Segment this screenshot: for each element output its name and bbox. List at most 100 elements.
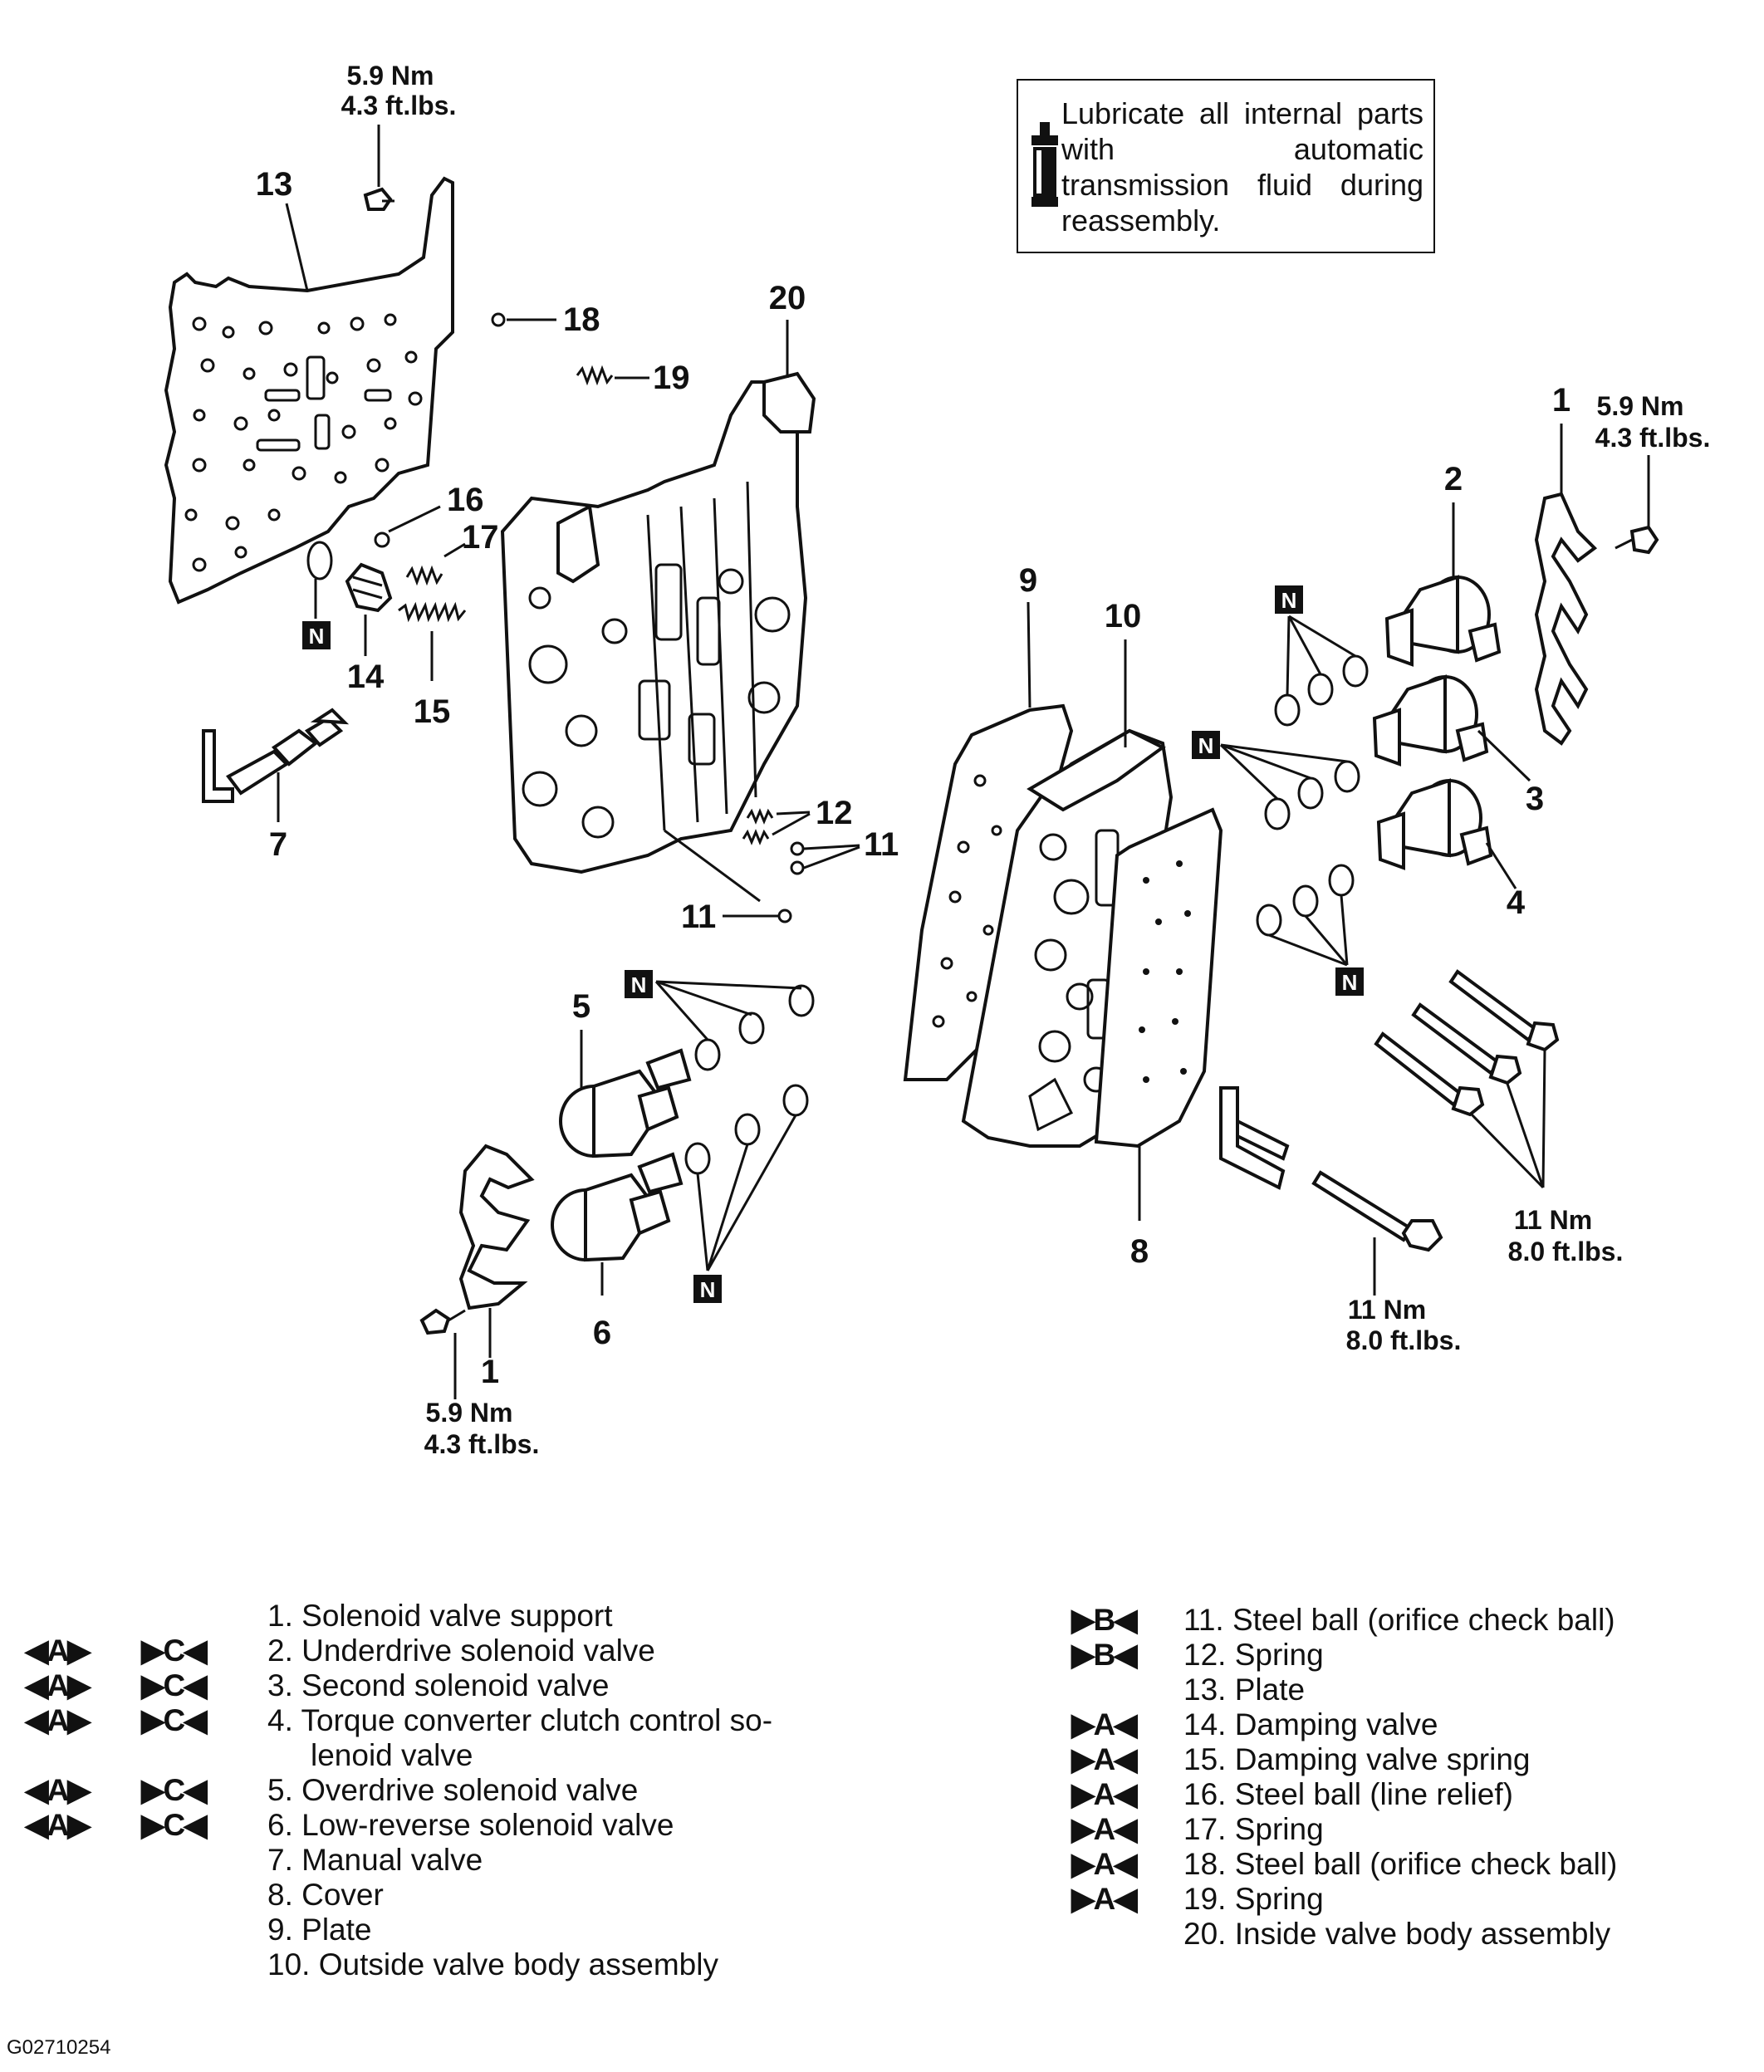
torque-bottom-right-ft: 8.0 ft.lbs. xyxy=(1508,1237,1624,1266)
legend-text: 4. Torque converter clutch control so- xyxy=(267,1703,773,1737)
legend-text: 8. Cover xyxy=(267,1878,384,1912)
steel-ball-11-a xyxy=(790,841,805,856)
svg-text:N: N xyxy=(631,972,647,997)
legend-marker: ▶A◀ xyxy=(1071,1847,1138,1881)
svg-text:N: N xyxy=(1281,588,1297,613)
long-bolt-lower xyxy=(1311,1170,1443,1252)
legend-marker: ◀A▶ xyxy=(25,1668,91,1702)
n-marker-5 xyxy=(625,970,653,998)
legend-item: 13. Plate xyxy=(1071,1673,1752,1707)
legend-text: 5. Overdrive solenoid valve xyxy=(267,1773,639,1807)
legend-text: 18. Steel ball (orifice check ball) xyxy=(1183,1847,1618,1881)
solenoid-5 xyxy=(559,1048,692,1158)
legend-marker: ▶A◀ xyxy=(1071,1777,1138,1811)
legend-text: lenoid valve xyxy=(311,1738,473,1772)
legend-text: 7. Manual valve xyxy=(267,1843,483,1877)
torque-top-left-ft: 4.3 ft.lbs. xyxy=(341,91,457,120)
legend-item: ◀A▶ ▶C◀ 2. Underdrive solenoid valve xyxy=(25,1634,955,1668)
solenoid-2 xyxy=(1384,575,1502,667)
legend-text: 2. Underdrive solenoid valve xyxy=(267,1634,655,1668)
legend-text: 16. Steel ball (line relief) xyxy=(1183,1777,1513,1811)
torque-top-left-nm: 5.9 Nm xyxy=(347,61,434,91)
lubrication-note-text: Lubricate all internal parts with automa… xyxy=(1061,96,1423,238)
o-rings-5 xyxy=(694,984,815,1071)
torque-bottom-left-nm: 5.9 Nm xyxy=(426,1398,513,1428)
legend-item: ▶A◀ 18. Steel ball (orifice check ball) xyxy=(1071,1847,1752,1882)
legend-item: ▶B◀11. Steel ball (orifice check ball) xyxy=(1071,1603,1752,1638)
torque-bottom-left-ft: 4.3 ft.lbs. xyxy=(424,1429,540,1459)
figure-code: G02710254 xyxy=(7,2036,111,2059)
legend-marker: ▶C◀ xyxy=(141,1773,208,1807)
legend-text: 6. Low-reverse solenoid valve xyxy=(267,1808,674,1842)
spring-19 xyxy=(576,365,614,386)
callout-19: 19 xyxy=(653,360,690,396)
manual-valve-7 xyxy=(202,708,350,803)
o-rings-4 xyxy=(1256,864,1355,937)
callout-11-lower: 11 xyxy=(681,899,716,935)
callout-18: 18 xyxy=(563,301,600,338)
callout-10: 10 xyxy=(1105,598,1142,634)
legend-item: ▶A◀ 14. Damping valve xyxy=(1071,1707,1752,1742)
solenoid-4 xyxy=(1376,778,1493,870)
legend-text: 15. Damping valve spring xyxy=(1183,1742,1531,1776)
legend-item: 10. Outside valve body assembly xyxy=(25,1947,955,1982)
legend-text: 12. Spring xyxy=(1183,1638,1324,1672)
lubrication-note: Lubricate all internal parts with automa… xyxy=(1017,79,1435,253)
legend-marker: ◀A▶ xyxy=(25,1634,91,1668)
torque-bottom-mid-nm: 11 Nm xyxy=(1348,1295,1426,1325)
torque-bottom-right-nm: 11 Nm xyxy=(1514,1205,1592,1235)
legend-text: 14. Damping valve xyxy=(1183,1707,1438,1741)
callout-4: 4 xyxy=(1507,884,1526,921)
o-rings-6 xyxy=(684,1084,809,1175)
legend-item: 9. Plate xyxy=(25,1913,955,1947)
steel-ball-16 xyxy=(374,531,390,548)
legend-marker: ▶C◀ xyxy=(141,1668,208,1702)
callout-2: 2 xyxy=(1444,461,1463,497)
legend-marker: ▶A◀ xyxy=(1071,1707,1138,1741)
callout-16: 16 xyxy=(447,482,484,518)
o-ring-14 xyxy=(306,541,333,580)
n-marker-14 xyxy=(302,621,331,649)
legend-marker: ◀A▶ xyxy=(25,1808,91,1842)
steel-ball-11-b xyxy=(790,860,805,875)
legend-item: ▶A◀ 17. Spring xyxy=(1071,1812,1752,1847)
legend-left: 1. Solenoid valve support◀A▶▶C◀2. Underd… xyxy=(25,1599,955,1982)
o-rings-2 xyxy=(1274,654,1369,727)
legend-marker: ▶A◀ xyxy=(1071,1812,1138,1846)
legend-item: ▶A◀ 15. Damping valve spring xyxy=(1071,1742,1752,1777)
solenoid-support-1-upper xyxy=(1534,492,1598,746)
torque-bottom-mid-ft: 8.0 ft.lbs. xyxy=(1346,1325,1462,1355)
legend-item: ◀A▶ ▶C◀ 4. Torque converter clutch control… xyxy=(25,1703,955,1738)
legend-text: 13. Plate xyxy=(1183,1673,1306,1707)
callout-17: 17 xyxy=(462,519,499,556)
legend-marker: ▶C◀ xyxy=(141,1634,208,1668)
callout-13: 13 xyxy=(256,166,293,203)
legend-item: lenoid valve xyxy=(25,1738,955,1773)
spring-17 xyxy=(405,565,443,586)
legend-item: ▶A◀ 16. Steel ball (line relief) xyxy=(1071,1777,1752,1812)
o-rings-3 xyxy=(1264,760,1360,830)
legend-text: 17. Spring xyxy=(1183,1812,1324,1846)
callout-5: 5 xyxy=(572,988,590,1025)
legend-item: 8. Cover xyxy=(25,1878,955,1913)
solenoid-support-1-lower xyxy=(458,1144,535,1310)
legend-marker: ▶A◀ xyxy=(1071,1742,1138,1776)
legend-marker: ◀A▶ xyxy=(25,1703,91,1737)
callout-11-right: 11 xyxy=(864,826,899,863)
legend-marker: ◀A▶ xyxy=(25,1773,91,1807)
callout-12: 12 xyxy=(816,795,853,831)
exploded-view-diagram: 13 5.9 Nm 4.3 ft.lbs. 18 19 16 17 N 14 1… xyxy=(164,61,1711,1459)
callout-6: 6 xyxy=(593,1315,611,1351)
callout-14: 14 xyxy=(347,659,385,695)
callout-3: 3 xyxy=(1526,781,1544,817)
legend-marker: ▶B◀ xyxy=(1071,1603,1138,1637)
torque-top-right-ft: 4.3 ft.lbs. xyxy=(1595,423,1711,453)
legend-marker: ▶A◀ xyxy=(1071,1882,1138,1916)
n-marker-2 xyxy=(1275,585,1303,614)
oil-can-icon xyxy=(1031,122,1058,207)
legend-item: 7. Manual valve xyxy=(25,1843,955,1878)
spring-12-b xyxy=(742,829,770,845)
legend-marker: ▶C◀ xyxy=(141,1703,208,1737)
long-bolts-right xyxy=(1374,969,1560,1117)
solenoid-6 xyxy=(551,1152,684,1262)
